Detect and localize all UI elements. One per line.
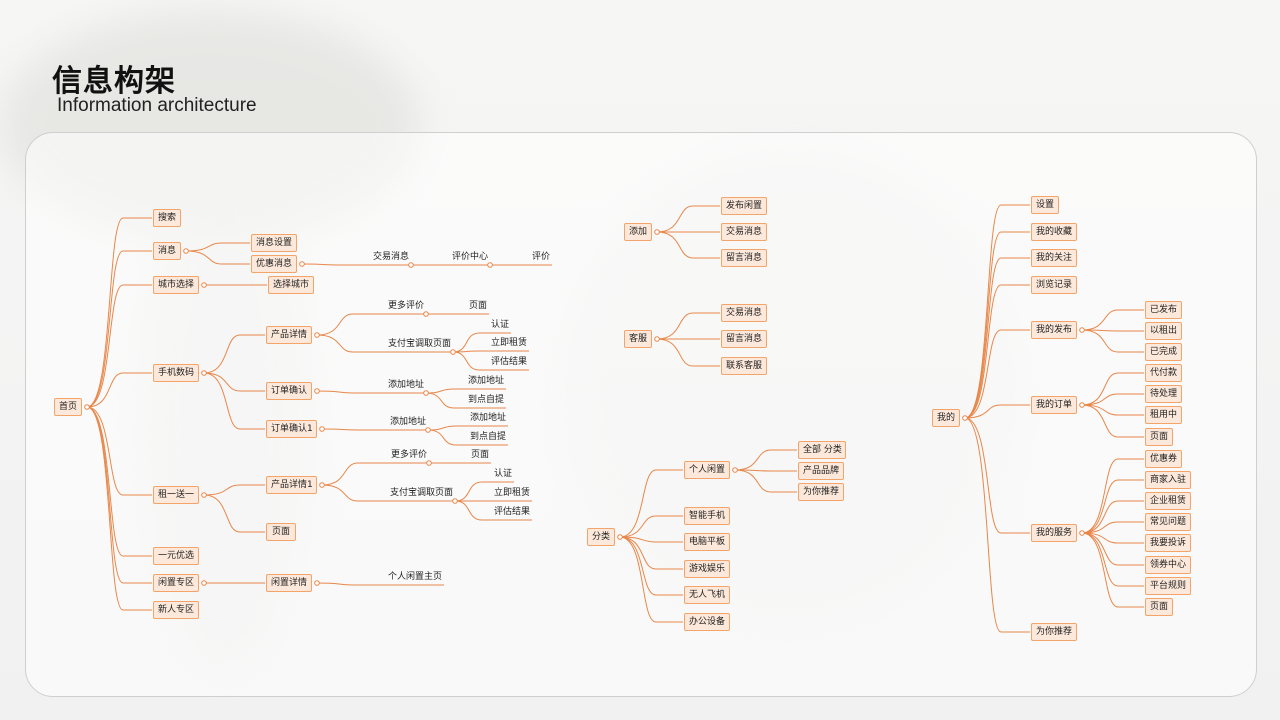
node-gaming[interactable]: 游戏娱乐 xyxy=(684,560,730,578)
node-contact-support[interactable]: 联系客服 xyxy=(721,357,767,375)
label-pickup[interactable]: 到点自提 xyxy=(468,395,505,405)
label-review[interactable]: 评价 xyxy=(532,252,551,262)
node-add[interactable]: 添加 xyxy=(624,223,652,241)
label-review-center[interactable]: 评价中心 xyxy=(452,252,489,262)
page-title: 信息构架 xyxy=(52,64,176,99)
node-my-services[interactable]: 我的服务 xyxy=(1031,524,1077,542)
node-history[interactable]: 浏览记录 xyxy=(1031,276,1077,294)
node-pc-tablet[interactable]: 电脑平板 xyxy=(684,533,730,551)
node-product-detail1[interactable]: 产品详情1 xyxy=(266,476,317,494)
label-rent-now[interactable]: 立即租赁 xyxy=(491,338,528,348)
node-publish-idle[interactable]: 发布闲置 xyxy=(721,197,767,215)
node-posted[interactable]: 已发布 xyxy=(1145,301,1182,319)
node-page-3[interactable]: 页面 xyxy=(266,523,296,541)
node-all-category[interactable]: 全部 分类 xyxy=(798,441,846,459)
node-settings[interactable]: 设置 xyxy=(1031,196,1059,214)
label-eval-result[interactable]: 评估结果 xyxy=(491,357,528,367)
node-renting[interactable]: 租用中 xyxy=(1145,406,1182,424)
label-rent-now-2[interactable]: 立即租赁 xyxy=(494,488,531,498)
node-merchant-join[interactable]: 商家入驻 xyxy=(1145,471,1191,489)
node-enterprise-rent[interactable]: 企业租赁 xyxy=(1145,492,1191,510)
label-add-address-2[interactable]: 添加地址 xyxy=(390,417,427,427)
node-rules[interactable]: 平台规则 xyxy=(1145,577,1191,595)
node-coupons[interactable]: 优惠券 xyxy=(1145,450,1182,468)
label-pickup-2[interactable]: 到点自提 xyxy=(470,432,507,442)
node-category[interactable]: 分类 xyxy=(587,528,615,546)
label-alipay-page[interactable]: 支付宝调取页面 xyxy=(388,339,452,349)
label-page[interactable]: 页面 xyxy=(469,301,488,311)
node-follows[interactable]: 我的关注 xyxy=(1031,249,1077,267)
label-eval-result-2[interactable]: 评估结果 xyxy=(494,507,531,517)
label-add-addr[interactable]: 添加地址 xyxy=(468,376,505,386)
node-product-detail[interactable]: 产品详情 xyxy=(266,326,312,344)
node-idle-zone[interactable]: 闲置专区 xyxy=(153,574,199,592)
node-support-leave-msg[interactable]: 留言消息 xyxy=(721,330,767,348)
node-smartphone[interactable]: 智能手机 xyxy=(684,507,730,525)
label-page-2[interactable]: 页面 xyxy=(471,450,490,460)
node-msg-settings[interactable]: 消息设置 xyxy=(251,234,297,252)
node-for-you[interactable]: 为你推荐 xyxy=(798,483,844,501)
node-brand[interactable]: 产品品牌 xyxy=(798,462,844,480)
node-mine-page[interactable]: 页面 xyxy=(1145,428,1173,446)
node-faq[interactable]: 常见问题 xyxy=(1145,513,1191,531)
node-home[interactable]: 首页 xyxy=(54,398,82,416)
node-my-posts[interactable]: 我的发布 xyxy=(1031,321,1077,339)
label-trade-msg[interactable]: 交易消息 xyxy=(373,252,410,262)
node-city-select[interactable]: 城市选择 xyxy=(153,276,199,294)
node-pending[interactable]: 待处理 xyxy=(1145,385,1182,403)
label-verify-2[interactable]: 认证 xyxy=(494,469,513,479)
node-digital[interactable]: 手机数码 xyxy=(153,364,199,382)
node-promo-msg[interactable]: 优惠消息 xyxy=(251,255,297,273)
label-more-reviews-2[interactable]: 更多评价 xyxy=(391,450,428,460)
page-subtitle: Information architecture xyxy=(57,95,257,116)
label-add-address[interactable]: 添加地址 xyxy=(388,380,425,390)
node-rented-out[interactable]: 以租出 xyxy=(1145,322,1182,340)
node-to-pay[interactable]: 代付款 xyxy=(1145,364,1182,382)
node-done[interactable]: 已完成 xyxy=(1145,343,1182,361)
label-more-reviews[interactable]: 更多评价 xyxy=(388,301,425,311)
node-recommend[interactable]: 为你推荐 xyxy=(1031,623,1077,641)
label-verify[interactable]: 认证 xyxy=(491,320,510,330)
node-office[interactable]: 办公设备 xyxy=(684,613,730,631)
node-mine-page-2[interactable]: 页面 xyxy=(1145,598,1173,616)
node-mine[interactable]: 我的 xyxy=(932,409,960,427)
node-rent-one[interactable]: 租一送一 xyxy=(153,486,199,504)
label-alipay-page-2[interactable]: 支付宝调取页面 xyxy=(390,488,454,498)
node-order-confirm1[interactable]: 订单确认1 xyxy=(266,420,317,438)
node-complaint[interactable]: 我要投诉 xyxy=(1145,534,1191,552)
node-order-confirm[interactable]: 订单确认 xyxy=(266,382,312,400)
node-favorites[interactable]: 我的收藏 xyxy=(1031,223,1077,241)
node-my-orders[interactable]: 我的订单 xyxy=(1031,396,1077,414)
label-personal-home[interactable]: 个人闲置主页 xyxy=(388,572,443,582)
node-drone[interactable]: 无人飞机 xyxy=(684,586,730,604)
node-add-trade-msg[interactable]: 交易消息 xyxy=(721,223,767,241)
node-add-leave-msg[interactable]: 留言消息 xyxy=(721,249,767,267)
node-idle-detail[interactable]: 闲置详情 xyxy=(266,574,312,592)
node-newbie-zone[interactable]: 新人专区 xyxy=(153,601,199,619)
node-personal-idle[interactable]: 个人闲置 xyxy=(684,461,730,479)
label-add-addr-2[interactable]: 添加地址 xyxy=(470,413,507,423)
node-support[interactable]: 客服 xyxy=(624,330,652,348)
node-messages[interactable]: 消息 xyxy=(153,242,181,260)
node-support-trade-msg[interactable]: 交易消息 xyxy=(721,304,767,322)
node-select-city[interactable]: 选择城市 xyxy=(268,276,314,294)
node-search[interactable]: 搜索 xyxy=(153,209,181,227)
node-one-yuan[interactable]: 一元优选 xyxy=(153,547,199,565)
node-coupon-center[interactable]: 领券中心 xyxy=(1145,556,1191,574)
